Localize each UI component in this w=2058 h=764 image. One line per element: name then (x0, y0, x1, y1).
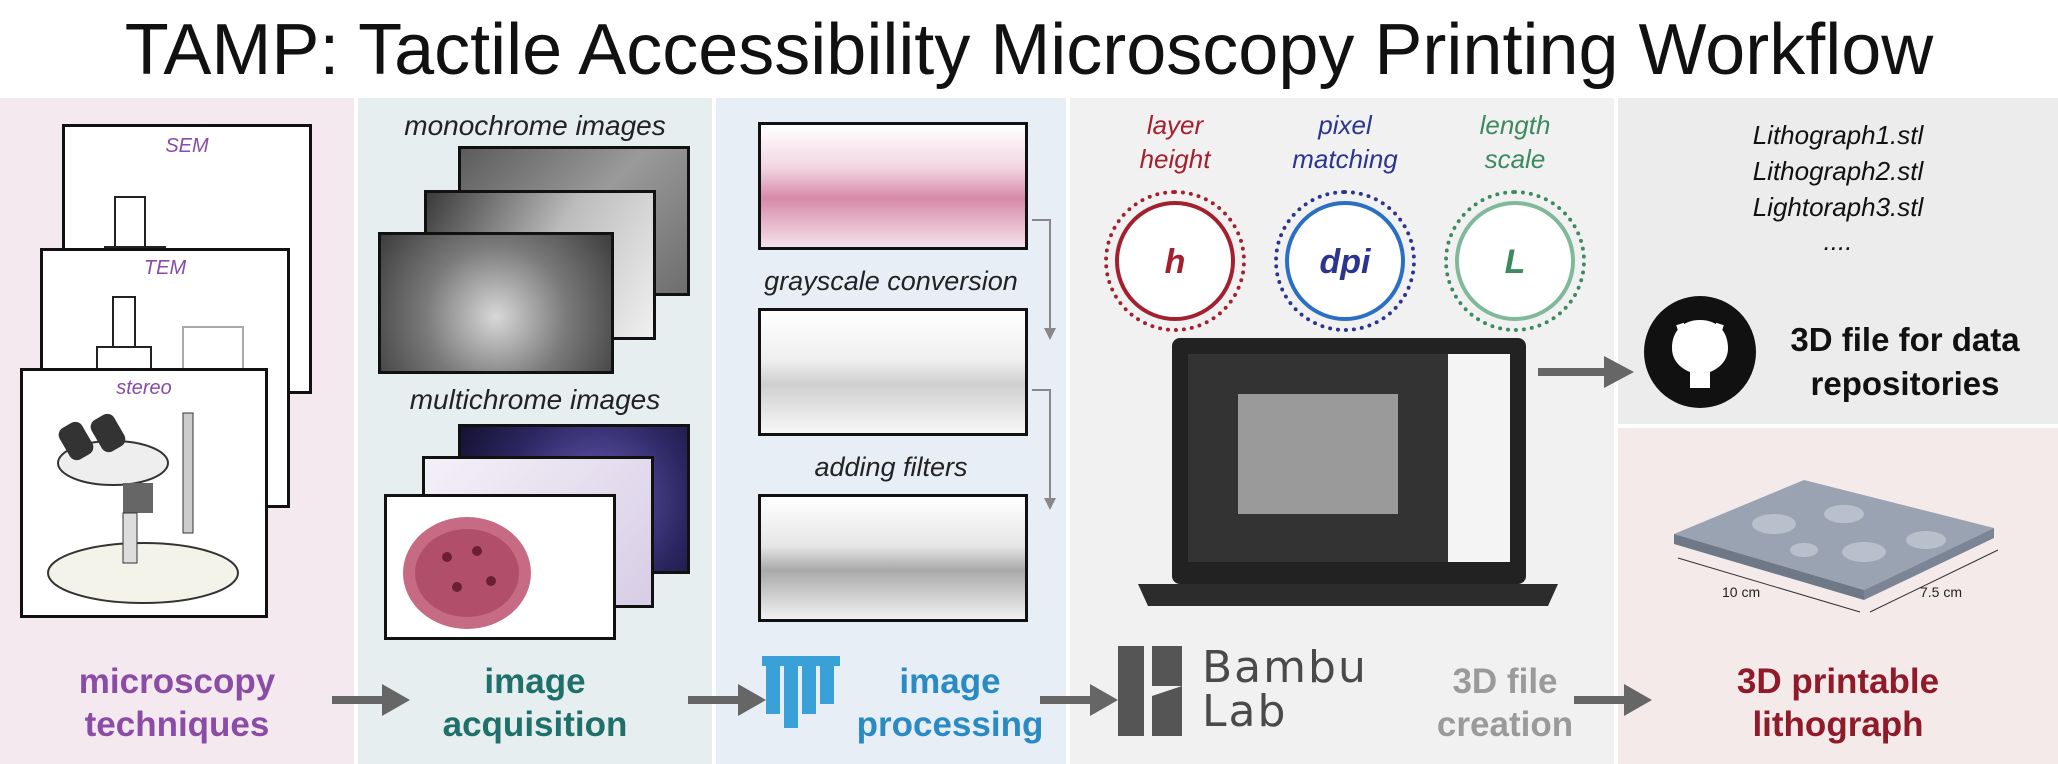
creation-stage-label: 3D file creation (1410, 660, 1600, 746)
monochrome-image-1 (378, 232, 614, 374)
bambu-logo-line1: Bambu (1202, 646, 1432, 690)
pixel-matching-line2: matching (1265, 142, 1425, 176)
acquisition-stage-line1: image (358, 660, 712, 703)
filters-step-label: adding filters (716, 452, 1066, 483)
multichrome-label: multichrome images (358, 384, 712, 416)
creation-stage-line2: creation (1410, 703, 1600, 746)
length-scale-dial[interactable]: L (1455, 201, 1575, 321)
bambu-lab-logo: Bambu Lab (1202, 646, 1432, 734)
stl-file-more: .... (1618, 226, 2058, 257)
sem-label: SEM (65, 135, 309, 158)
process-connector-icon (1030, 210, 1066, 510)
processing-stage-line1: image (850, 660, 1050, 703)
arrow-icon (1040, 680, 1120, 720)
lithograph-stage-line1: 3D printable (1618, 660, 2058, 703)
layer-height-line2: height (1095, 142, 1255, 176)
processing-stage-line2: processing (850, 703, 1050, 746)
github-icon (1644, 296, 1756, 408)
histology-grayscale-image (758, 308, 1028, 436)
repositories-label-line2: repositories (1760, 362, 2050, 406)
lithograph-depth-dimension: 7.5 cm (1920, 584, 1962, 600)
repositories-label-line1: 3D file for data (1760, 318, 2050, 362)
processing-stage-label: image processing (850, 660, 1050, 746)
pixel-matching-label: pixel matching (1265, 108, 1425, 176)
histology-filtered-image (758, 494, 1028, 622)
layer-height-label: layer height (1095, 108, 1255, 176)
stereo-card: stereo (20, 368, 268, 618)
lithograph-width-dimension: 10 cm (1722, 584, 1760, 600)
length-scale-line2: scale (1435, 142, 1595, 176)
monochrome-label: monochrome images (358, 110, 712, 142)
multichrome-image-1 (384, 494, 616, 640)
acquisition-stage-label: image acquisition (358, 660, 712, 746)
arrow-icon (688, 680, 768, 720)
acquisition-stage-line2: acquisition (358, 703, 712, 746)
lithograph-stage-label: 3D printable lithograph (1618, 660, 2058, 746)
layer-height-line1: layer (1095, 108, 1255, 142)
bambu-logo-line2: Lab (1202, 690, 1432, 734)
stl-file-2: Lithograph2.stl (1618, 156, 2058, 187)
laptop-icon (1138, 334, 1558, 614)
stereo-microscope-icon (33, 403, 259, 613)
microscopy-stage-line2: techniques (0, 703, 354, 746)
repositories-label: 3D file for data repositories (1760, 318, 2050, 406)
microscopy-stage-line1: microscopy (0, 660, 354, 703)
bambu-lab-mark-icon (1118, 646, 1182, 736)
microscopy-stage-label: microscopy techniques (0, 660, 354, 746)
length-scale-line1: length (1435, 108, 1595, 142)
creation-stage-line1: 3D file (1410, 660, 1600, 703)
length-scale-label: length scale (1435, 108, 1595, 176)
fiji-logo-icon (762, 656, 842, 736)
arrow-icon (1538, 352, 1638, 392)
grayscale-step-label: grayscale conversion (716, 266, 1066, 297)
tem-label: TEM (43, 257, 287, 280)
layer-height-dial[interactable]: h (1115, 201, 1235, 321)
page-title: TAMP: Tactile Accessibility Microscopy P… (0, 0, 2058, 98)
stl-file-3: Lightoraph3.stl (1618, 192, 2058, 223)
lithograph-stage-line2: lithograph (1618, 703, 2058, 746)
pixel-matching-dial[interactable]: dpi (1285, 201, 1405, 321)
stl-file-1: Lithograph1.stl (1618, 120, 2058, 151)
pixel-matching-line1: pixel (1265, 108, 1425, 142)
stereo-label: stereo (23, 377, 265, 400)
tissue-cell-illustration (387, 497, 613, 637)
histology-color-image (758, 122, 1028, 250)
